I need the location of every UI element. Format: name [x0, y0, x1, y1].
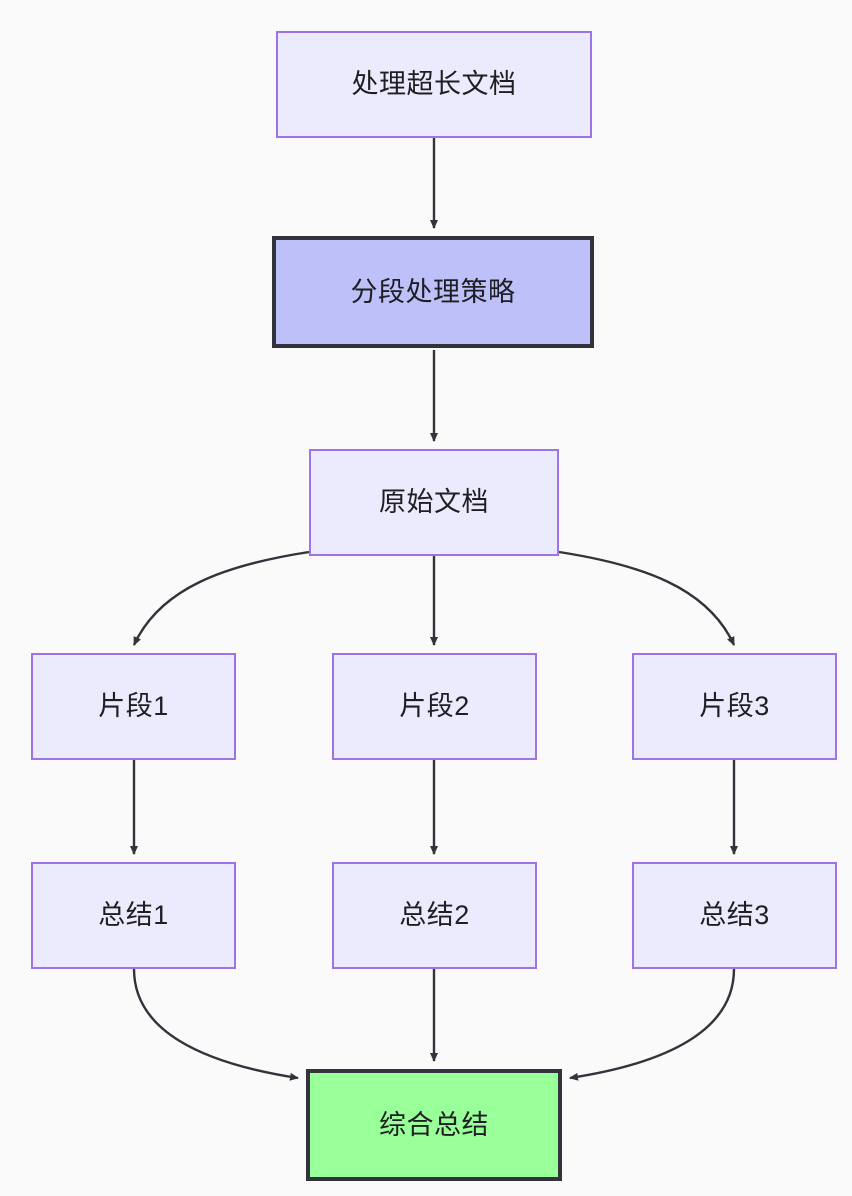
- edge-n7-to-n10: [132, 968, 299, 1081]
- node-summary-2[interactable]: 总结2: [332, 862, 537, 969]
- node-summary-1[interactable]: 总结1: [31, 862, 236, 969]
- node-label: 处理超长文档: [351, 69, 517, 100]
- node-label: 分段处理策略: [350, 276, 516, 307]
- node-label: 原始文档: [379, 487, 489, 518]
- node-comprehensive-summary[interactable]: 综合总结: [306, 1069, 562, 1181]
- node-label: 片段3: [699, 691, 770, 722]
- node-summary-3[interactable]: 总结3: [632, 862, 837, 969]
- node-original-document[interactable]: 原始文档: [309, 449, 559, 556]
- node-label: 总结3: [699, 900, 770, 931]
- node-fragment-2[interactable]: 片段2: [332, 653, 537, 760]
- edge-n3-to-n6: [558, 550, 736, 646]
- node-fragment-1[interactable]: 片段1: [31, 653, 236, 760]
- node-chunking-strategy[interactable]: 分段处理策略: [272, 236, 594, 348]
- node-label: 片段2: [399, 691, 470, 722]
- node-fragment-3[interactable]: 片段3: [632, 653, 837, 760]
- node-label: 片段1: [98, 691, 169, 722]
- node-label: 总结1: [98, 900, 169, 931]
- node-label: 总结2: [399, 900, 470, 931]
- node-process-long-document[interactable]: 处理超长文档: [276, 31, 592, 138]
- edge-n9-to-n10: [569, 968, 736, 1081]
- edge-n3-to-n4: [132, 550, 310, 646]
- node-label: 综合总结: [379, 1109, 489, 1140]
